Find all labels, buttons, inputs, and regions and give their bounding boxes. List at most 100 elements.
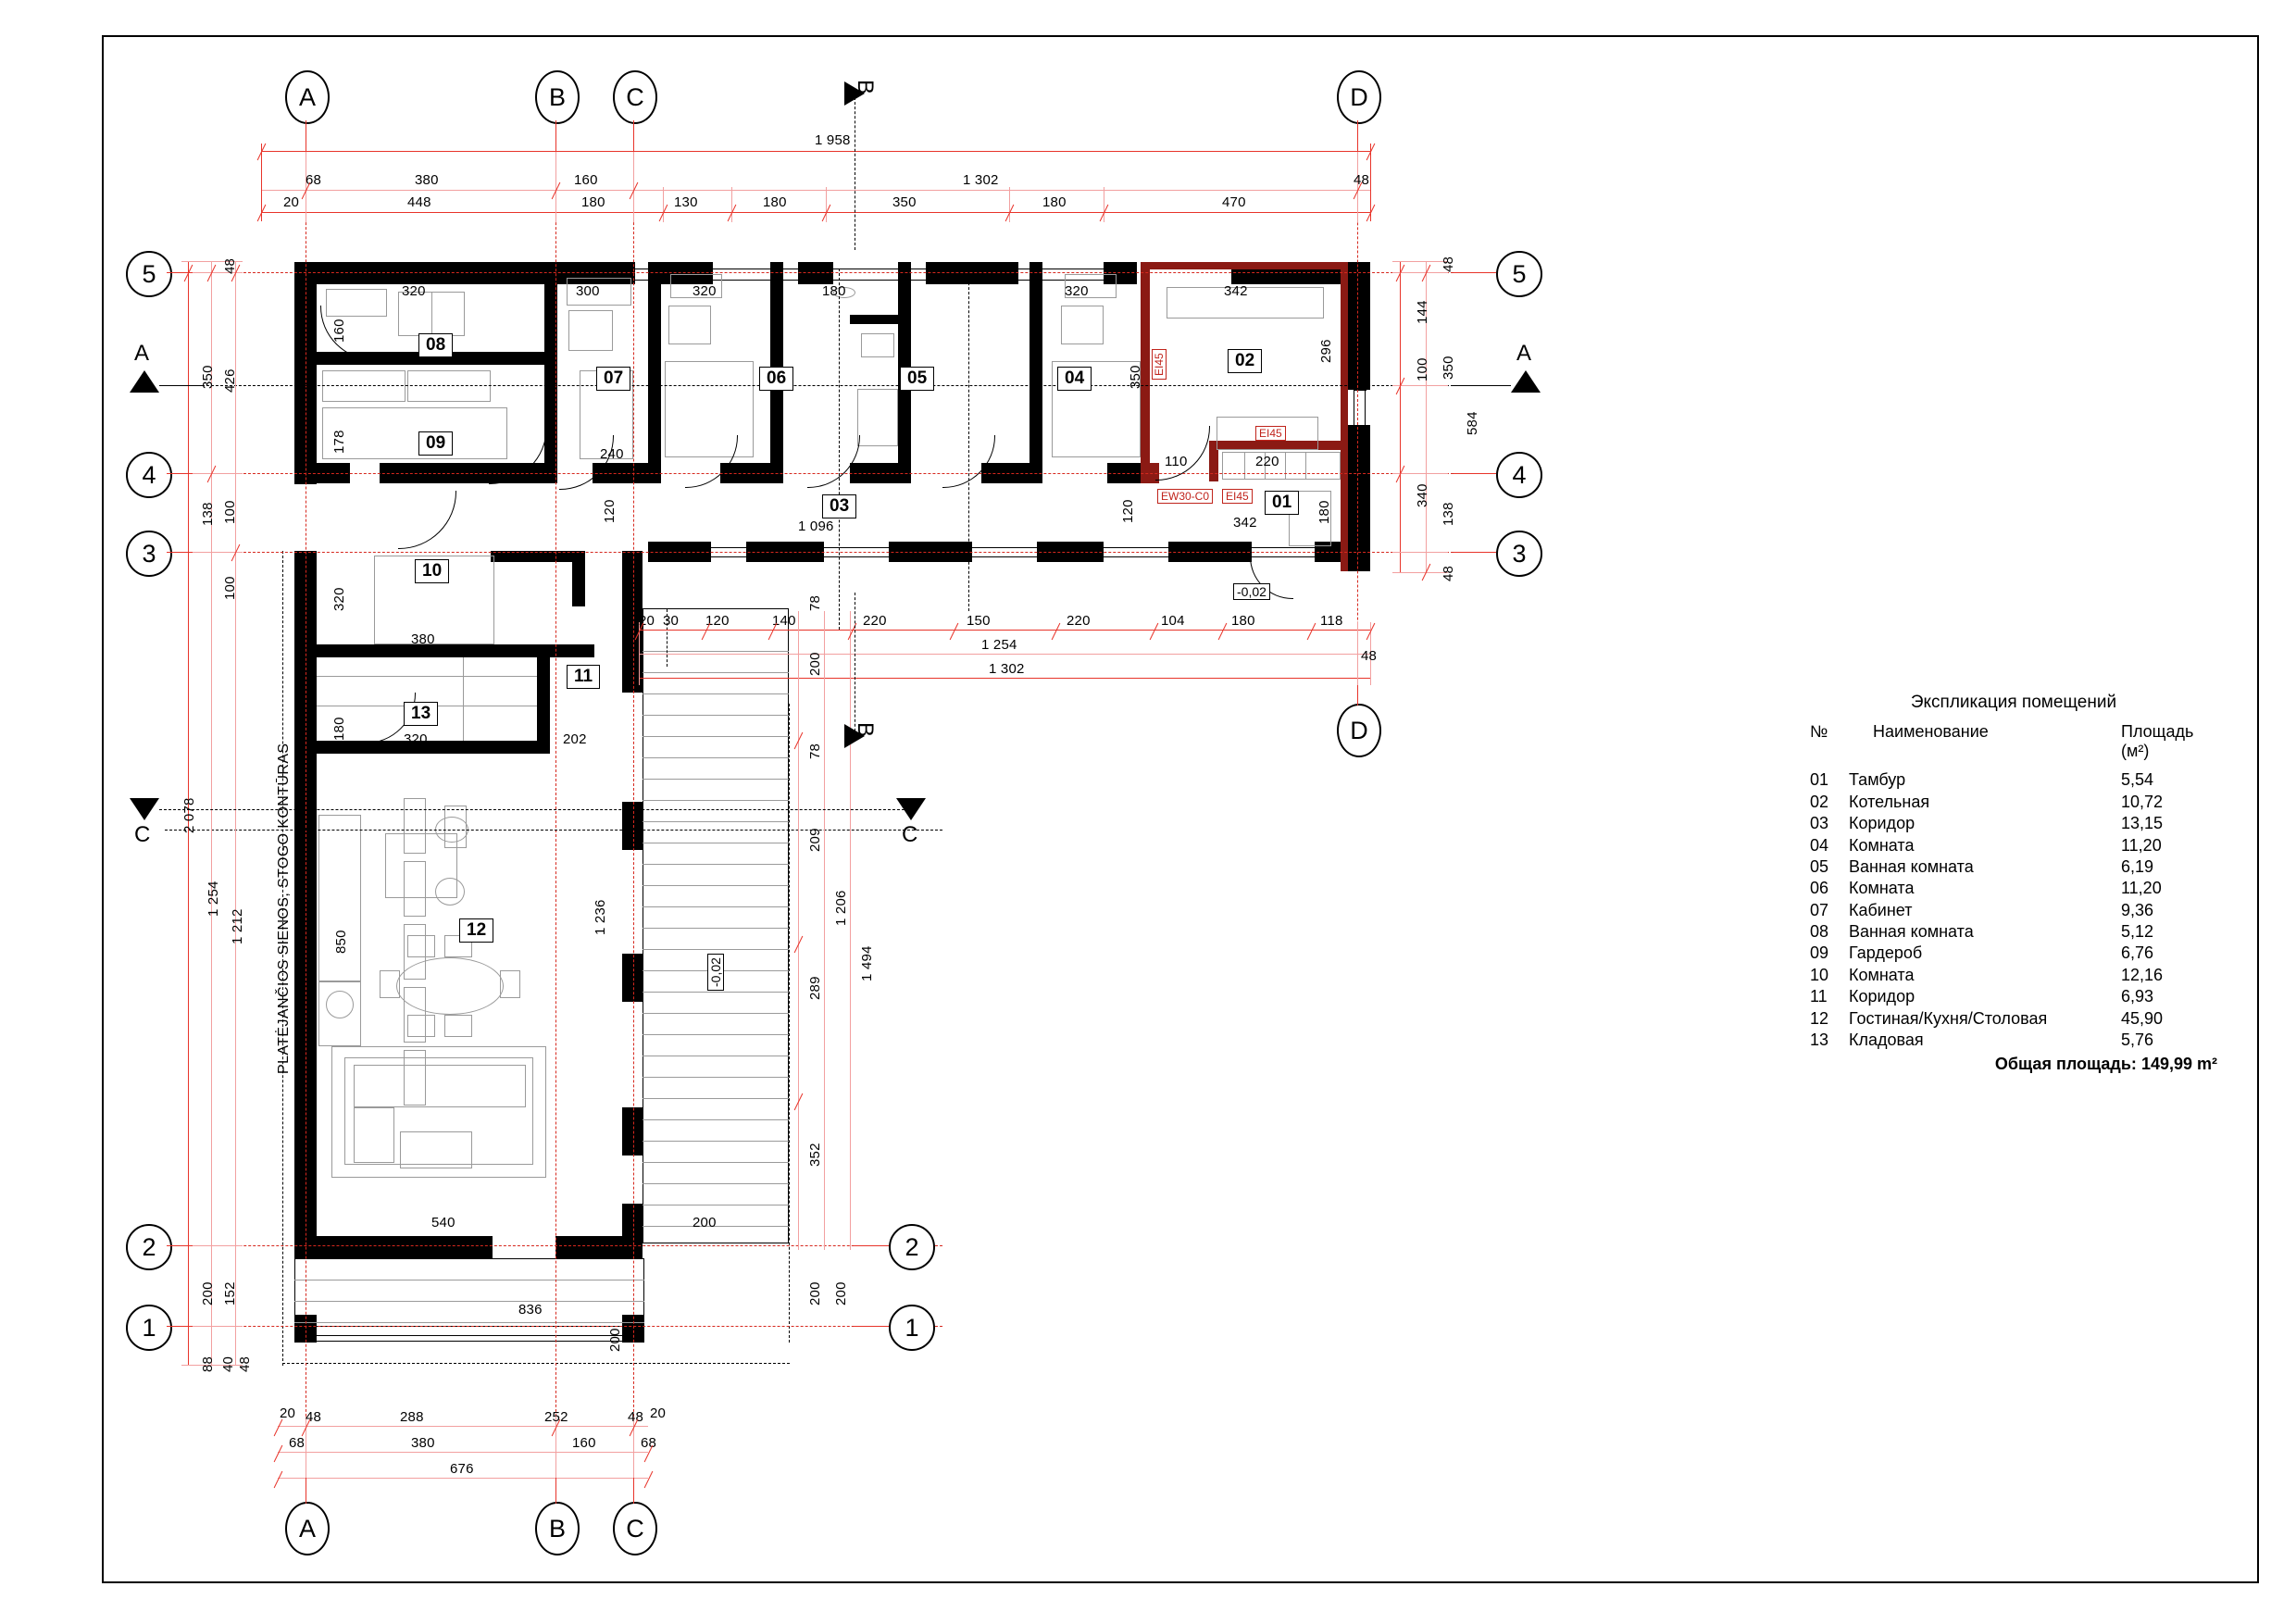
grid-label: A [298,82,316,111]
dim-mid-5: 150 [967,613,991,629]
room-tag-10[interactable]: 10 [415,559,450,583]
grid-bubble-top-B[interactable]: B [535,70,580,124]
dim-left-1212: 1 212 [230,908,245,944]
dim-bot1-1: 48 [306,1409,322,1425]
dim-corr-120r: 120 [1120,499,1136,523]
room-tag-05[interactable]: 05 [900,367,935,391]
grid-bubble-bottom-A[interactable]: A [285,1502,330,1555]
room-tag-08[interactable]: 08 [418,333,454,357]
grid-bubble-left-5[interactable]: 5 [126,251,172,297]
dim-mid-1: 30 [663,613,680,629]
dim-corr11-1236: 1 236 [593,899,608,935]
dim-mid-0: 20 [639,613,655,629]
dim-right-48a: 48 [1441,256,1456,272]
grid-label: 2 [142,1232,156,1261]
dim-terr-1494: 1 494 [859,945,875,981]
grid-bubble-left-3[interactable]: 3 [126,531,172,577]
grid-bubble-top-A[interactable]: A [285,70,330,124]
room-tag-02[interactable]: 02 [1228,349,1263,373]
dim-left-138: 138 [200,502,216,526]
dim-bot1-0: 20 [280,1405,296,1421]
dim-left-100b: 100 [222,576,238,600]
dim-right-584: 584 [1465,411,1480,435]
dim-mid-2: 120 [705,613,730,629]
dim-r13-180: 180 [331,717,347,741]
section-marker-A-left-icon [130,370,159,393]
fire-tag-EW30-C0: EW30-C0 [1157,489,1214,504]
grid-bubble-right-3[interactable]: 3 [1496,531,1542,577]
schedule-cell-area: 6,19 [2121,856,2154,876]
room-tag-04[interactable]: 04 [1057,367,1092,391]
grid-bubble-left-2[interactable]: 2 [126,1224,172,1270]
schedule-title: Экспликация помещений [1910,693,2117,712]
room-tag-13[interactable]: 13 [404,702,439,726]
grid-bubble-right-2[interactable]: 2 [889,1224,935,1270]
fire-tag-EI45-horizontal: EI45 [1255,426,1286,441]
grid-label: C [626,1514,644,1543]
grid-bubble-right-1[interactable]: 1 [889,1305,935,1351]
grid-bubble-left-1[interactable]: 1 [126,1305,172,1351]
dim-top3-4: 180 [763,194,787,210]
room-tag-06[interactable]: 06 [759,367,794,391]
dim-top2-2: 160 [574,172,598,188]
room-tag-01[interactable]: 01 [1265,491,1300,515]
grid-label: 5 [142,259,156,288]
dim-left-b40: 40 [220,1355,236,1372]
grid-bubble-top-D[interactable]: D [1337,70,1381,124]
dim-left-2078: 2 078 [181,797,197,833]
schedule-cell-name: Котельная [1849,792,1930,811]
dim-r10-380: 380 [411,631,435,647]
grid-label: 5 [1512,259,1527,288]
grid-bubble-D-mid[interactable]: D [1337,704,1381,757]
room-tag-11[interactable]: 11 [567,665,601,689]
schedule-cell-area: 5,12 [2121,922,2154,941]
dim-top2-1: 380 [415,172,439,188]
schedule-total-label: Общая площадь: [1994,1055,2137,1074]
grid-bubble-left-4[interactable]: 4 [126,452,172,498]
dim-left-100a: 100 [222,500,238,524]
grid-bubble-bottom-B[interactable]: B [535,1502,580,1555]
grid-label: 2 [905,1232,919,1261]
dim-right-48b: 48 [1441,565,1456,581]
room-tag-12[interactable]: 12 [459,918,494,943]
section-marker-A-left-label: A [134,341,150,366]
dim-terr-200b: 200 [807,1281,823,1305]
dim-left-350: 350 [200,365,216,389]
dim-right-144: 144 [1415,300,1430,324]
grid-label: 3 [142,539,156,568]
dim-mid-1302: 1 302 [989,661,1025,677]
dim-left-b152: 152 [222,1281,238,1305]
dim-left-b48: 48 [237,1355,253,1372]
schedule-total: Общая площадь: 149,99 m² [1810,1051,2217,1074]
dim-mid-1254: 1 254 [981,637,1017,653]
grid-label: 1 [905,1313,919,1342]
grid-bubble-top-C[interactable]: C [613,70,657,124]
room-tag-09[interactable]: 09 [418,431,454,456]
dim-r01-180: 180 [1316,500,1332,524]
grid-bubble-bottom-C[interactable]: C [613,1502,657,1555]
section-marker-C-left-icon [130,798,159,820]
room-tag-03[interactable]: 03 [822,494,857,518]
dim-top-overall: 1 958 [815,132,851,148]
grid-label: B [548,1514,566,1543]
dim-top2-0: 68 [306,172,322,188]
schedule-cell-no: 03 [1810,814,1829,833]
grid-bubble-right-5[interactable]: 5 [1496,251,1542,297]
dim-r08-160: 160 [331,319,347,343]
room-tag-07[interactable]: 07 [596,367,631,391]
grid-label: 1 [142,1313,156,1342]
wall-contour-note: PLATĖJANČIOS SIENOS, STOGO KONTŪRAS [276,743,292,1074]
grid-label: D [1350,82,1368,111]
dim-top3-6: 180 [1042,194,1067,210]
dim-top3-1: 448 [407,194,431,210]
section-marker-C-left-label: C [134,822,151,847]
grid-bubble-right-4[interactable]: 4 [1496,452,1542,498]
schedule-cell-no: 01 [1810,770,1829,790]
schedule-cell-no: 05 [1810,856,1829,876]
dim-right-100: 100 [1415,357,1430,381]
dim-bot1-4: 48 [628,1409,644,1425]
dim-terr-352: 352 [807,1143,823,1167]
